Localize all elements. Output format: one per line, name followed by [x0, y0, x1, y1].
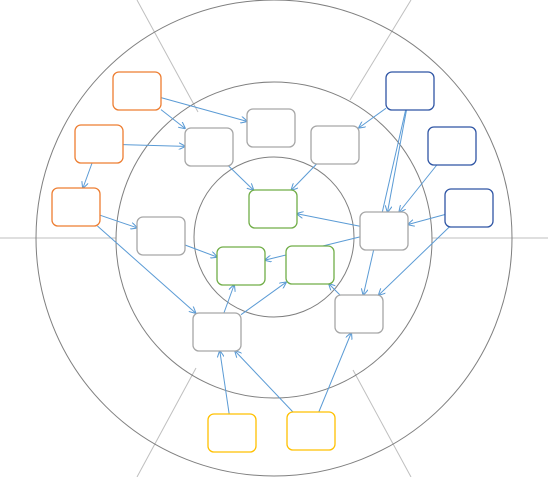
arrow-g6-to-c3	[240, 282, 286, 316]
node-box-g1	[246, 108, 296, 148]
node-gray-g7	[334, 294, 384, 334]
arrow-o1-to-g1	[160, 97, 247, 122]
node-box-g6	[192, 312, 242, 352]
arrow-o3-to-g4	[99, 214, 137, 228]
node-gray-g1	[246, 108, 296, 148]
node-box-b1	[385, 71, 435, 111]
arrow-o3-to-g6	[97, 225, 195, 313]
arrow-y2-to-g7	[318, 333, 351, 413]
node-blue-b3	[444, 188, 494, 228]
sector-line-bottom-right	[352, 369, 412, 477]
node-box-o2	[74, 124, 124, 164]
node-gray-g2	[184, 127, 234, 167]
node-green-c3	[285, 245, 335, 285]
node-orange-o3	[51, 187, 101, 227]
arrow-b1-to-g5	[388, 109, 407, 212]
node-gray-g5	[359, 211, 409, 251]
node-box-c1	[248, 189, 298, 229]
node-box-c2	[216, 246, 266, 286]
node-gray-g3	[310, 125, 360, 165]
sector-line-top-left	[136, 0, 199, 113]
node-box-g5	[359, 211, 409, 251]
node-box-g2	[184, 127, 234, 167]
node-box-g3	[310, 125, 360, 165]
arrow-y2-to-g6	[235, 351, 294, 413]
node-green-c1	[248, 189, 298, 229]
node-box-b2	[427, 126, 477, 166]
node-box-g4	[136, 216, 186, 256]
arrow-o1-to-g2	[160, 109, 185, 129]
arrow-g5-to-c1	[297, 214, 361, 227]
arrow-g4-to-c2	[184, 244, 217, 257]
arrow-b1-to-g7	[363, 109, 407, 295]
node-yellow-y1	[207, 413, 257, 453]
nodes	[51, 71, 494, 453]
node-gray-g4	[136, 216, 186, 256]
node-orange-o2	[74, 124, 124, 164]
middle-ring	[115, 81, 433, 399]
node-gray-g6	[192, 312, 242, 352]
node-yellow-y2	[286, 411, 336, 451]
sector-line-bottom-left	[136, 367, 197, 477]
node-box-b3	[444, 188, 494, 228]
arrow-g7-to-c3	[329, 284, 341, 296]
rings	[35, 0, 513, 477]
node-blue-b2	[427, 126, 477, 166]
sector-line-top-right	[349, 0, 412, 101]
outer-ring	[35, 0, 513, 477]
node-box-o3	[51, 187, 101, 227]
node-box-g7	[334, 294, 384, 334]
arrow-o2-to-g2	[122, 145, 185, 147]
arrow-b3-to-g7	[379, 226, 450, 295]
arrow-g6-to-c2	[223, 285, 234, 314]
arrow-b2-to-g5	[399, 164, 438, 212]
arrow-y1-to-g6	[220, 351, 230, 415]
arrow-b1-to-g3	[359, 107, 387, 127]
node-green-c2	[216, 246, 266, 286]
node-box-y2	[286, 411, 336, 451]
node-box-o1	[112, 71, 162, 111]
edges	[83, 97, 450, 415]
inner-ring	[193, 156, 355, 318]
node-box-y1	[207, 413, 257, 453]
node-blue-b1	[385, 71, 435, 111]
node-orange-o1	[112, 71, 162, 111]
arrow-g3-to-c1	[291, 163, 317, 190]
arrow-o2-to-o3	[83, 162, 93, 188]
node-box-c3	[285, 245, 335, 285]
arrow-g2-to-c1	[228, 165, 254, 190]
arrow-b3-to-g5	[408, 214, 446, 224]
